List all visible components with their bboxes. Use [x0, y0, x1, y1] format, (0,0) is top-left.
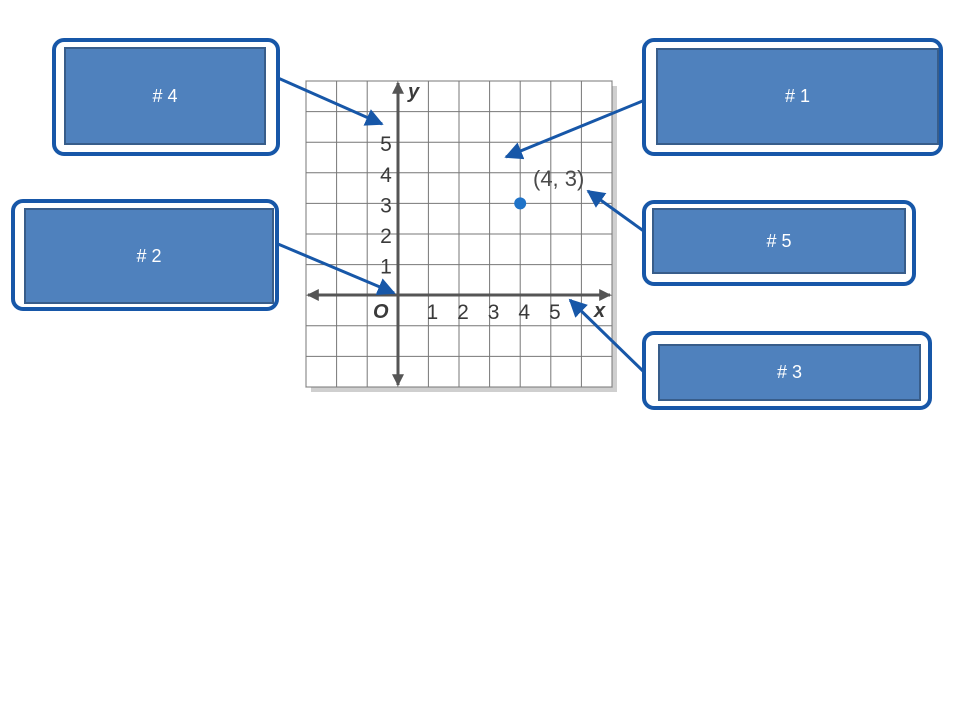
callout-box-4[interactable]: # 4: [64, 47, 266, 145]
plotted-point: [514, 197, 527, 210]
x-tick-label: 4: [518, 301, 530, 324]
callout-box-2[interactable]: # 2: [24, 208, 274, 304]
y-tick-label: 1: [380, 256, 392, 279]
x-tick-label: 2: [457, 301, 469, 324]
arrow-3: [568, 298, 647, 375]
callout-box-3[interactable]: # 3: [658, 344, 921, 401]
arrow-1: [504, 98, 646, 160]
x-tick-label: 5: [549, 301, 561, 324]
y-tick-label: 2: [380, 225, 392, 248]
y-tick-label: 3: [380, 194, 392, 217]
origin-label: O: [373, 301, 389, 323]
x-tick-label: 1: [427, 301, 439, 324]
x-axis-label: x: [593, 300, 606, 322]
callout-box-1[interactable]: # 1: [656, 48, 939, 145]
arrow-5: [586, 189, 646, 234]
point-label: (4, 3): [533, 166, 584, 191]
callout-box-5[interactable]: # 5: [652, 208, 906, 274]
arrow-2: [277, 242, 396, 295]
x-tick-label: 3: [488, 301, 500, 324]
arrow-4: [277, 76, 384, 126]
y-tick-label: 4: [380, 164, 392, 187]
y-tick-label: 5: [380, 133, 392, 156]
grid-lines: [305, 80, 613, 388]
y-axis-label: y: [407, 81, 420, 103]
